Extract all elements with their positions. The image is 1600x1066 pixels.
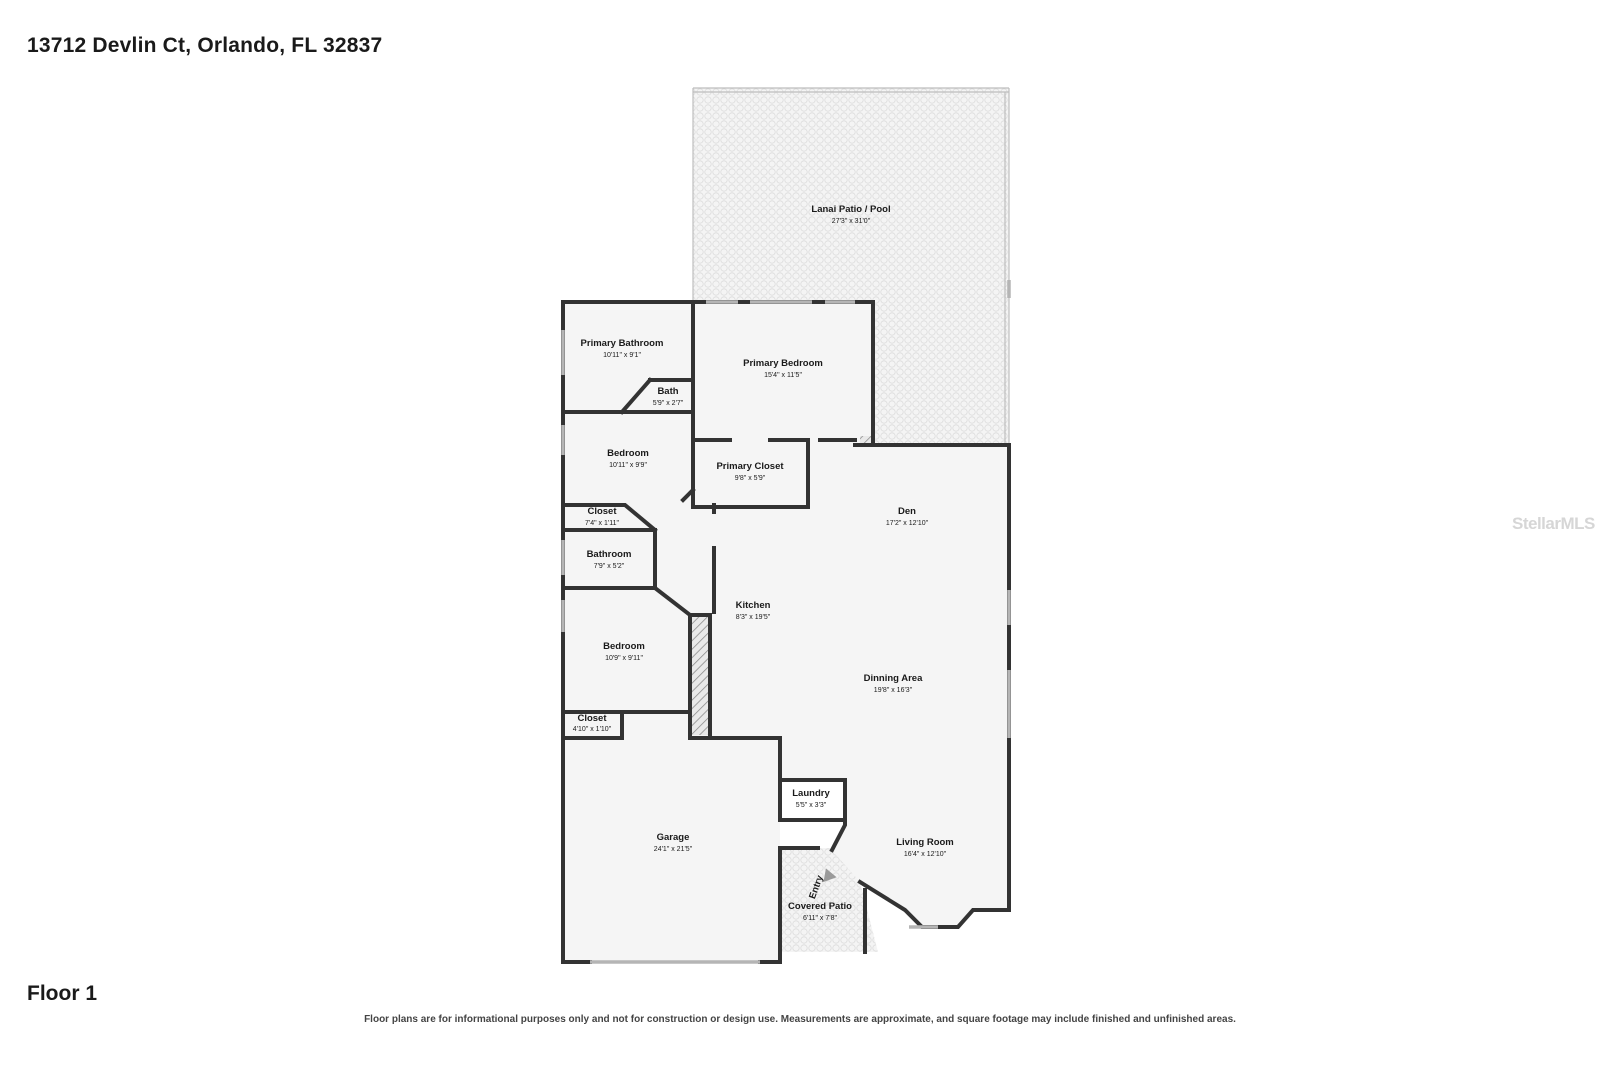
- room-name-primary-closet: Primary Closet: [716, 461, 784, 472]
- floor-fills: [563, 88, 1009, 962]
- covered-patio-floor: [780, 848, 878, 952]
- room-name-bedroom-1: Bedroom: [607, 448, 649, 459]
- room-dims-bathroom: 7'9" x 5'2": [594, 563, 625, 570]
- kitchen-counter-hatch: [690, 615, 710, 735]
- room-name-kitchen: Kitchen: [736, 600, 771, 611]
- windows: [561, 280, 1011, 964]
- room-name-laundry: Laundry: [792, 788, 830, 799]
- room-dims-bath: 5'9" x 2'7": [653, 400, 684, 407]
- room-name-covered-patio: Covered Patio: [788, 901, 852, 912]
- room-dims-garage: 24'1" x 21'5": [654, 846, 693, 853]
- walls: [561, 300, 1011, 964]
- room-name-primary-bedroom: Primary Bedroom: [743, 358, 823, 369]
- room-dims-kitchen: 8'3" x 19'5": [736, 614, 771, 621]
- disclaimer-text: Floor plans are for informational purpos…: [364, 1014, 1236, 1025]
- garage-floor: [563, 712, 780, 962]
- room-name-den: Den: [898, 506, 916, 517]
- lanai-floor: [693, 88, 1009, 445]
- room-name-garage: Garage: [657, 832, 690, 843]
- room-name-lanai: Lanai Patio / Pool: [811, 204, 890, 215]
- room-name-closet-1: Closet: [587, 506, 617, 517]
- room-name-bedroom-2: Bedroom: [603, 641, 645, 652]
- column-hatch: [860, 436, 871, 445]
- lanai-screen: [692, 87, 1010, 445]
- room-dims-primary-closet: 9'8" x 5'9": [735, 475, 766, 482]
- room-dims-dinning-area: 19'8" x 16'3": [874, 687, 913, 694]
- room-name-bathroom: Bathroom: [587, 549, 632, 560]
- property-address: 13712 Devlin Ct, Orlando, FL 32837: [27, 34, 383, 57]
- room-name-closet-2: Closet: [577, 713, 607, 724]
- watermark-logo: StellarMLS: [1512, 514, 1595, 533]
- room-dims-covered-patio: 6'11" x 7'8": [803, 915, 837, 922]
- room-dims-primary-bedroom: 15'4" x 11'5": [764, 372, 802, 379]
- floor-label: Floor 1: [27, 982, 98, 1005]
- room-labels: Lanai Patio / Pool 27'3" x 31'0" Primary…: [573, 204, 954, 922]
- entry-arrow-icon: [823, 868, 837, 883]
- room-name-primary-bathroom: Primary Bathroom: [581, 338, 664, 349]
- room-dims-laundry: 5'5" x 3'3": [796, 802, 827, 809]
- room-dims-primary-bathroom: 10'11" x 9'1": [603, 352, 641, 359]
- room-name-dinning-area: Dinning Area: [864, 673, 923, 684]
- room-dims-closet-2: 4'10" x 1'10": [573, 726, 612, 733]
- room-dims-lanai: 27'3" x 31'0": [832, 218, 871, 225]
- interior-floor: [563, 302, 1009, 927]
- room-dims-den: 17'2" x 12'10": [886, 520, 929, 527]
- room-dims-bedroom-1: 10'11" x 9'9": [609, 462, 647, 469]
- room-name-bath: Bath: [657, 386, 678, 397]
- room-name-living-room: Living Room: [896, 837, 954, 848]
- room-dims-living-room: 16'4" x 12'10": [904, 851, 947, 858]
- room-dims-bedroom-2: 10'9" x 9'11": [605, 655, 643, 662]
- room-dims-closet-1: 7'4" x 1'11": [585, 520, 619, 527]
